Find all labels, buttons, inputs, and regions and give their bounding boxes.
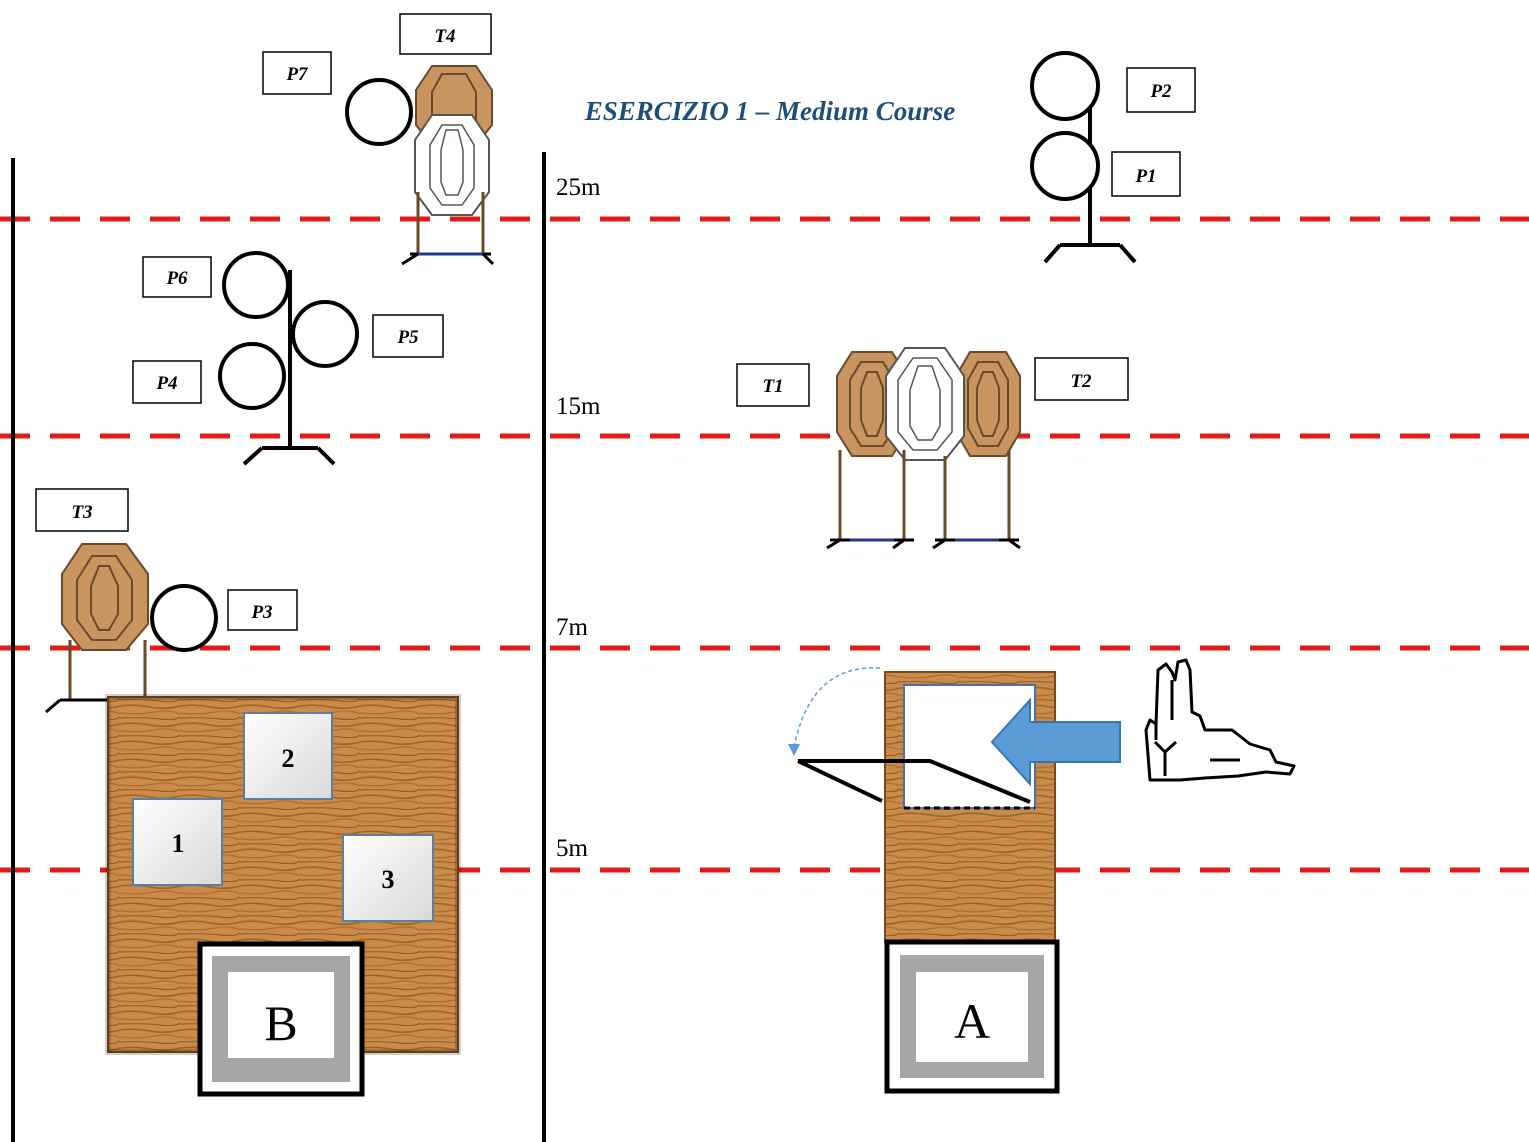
target-t1-t2-group: T1 T2 <box>736 347 1129 550</box>
steel-plate-p6 <box>222 251 290 319</box>
plate-label-p6: P6 <box>165 268 188 289</box>
swing-arrow-icon <box>793 667 881 749</box>
target-label-t3: T3 <box>71 502 92 523</box>
no-shoot-target-center <box>885 347 965 461</box>
distance-label-7m: 7m <box>556 614 589 641</box>
plate-rack-p4-p5-p6: P6 P5 P4 <box>132 251 444 466</box>
table-position-3: 3 <box>342 834 434 922</box>
plate-rack-p1-p2: P2 P1 <box>1030 51 1196 264</box>
target-t4-group: T4 <box>399 13 495 266</box>
target-t3-group: T3 P3 <box>35 488 298 714</box>
steel-plate-p7-group: P7 <box>262 51 413 146</box>
station-label-b: B <box>264 995 297 1051</box>
station-label-a: A <box>954 993 990 1049</box>
steel-target-t4-white <box>414 114 490 216</box>
station-b: B <box>197 941 365 1097</box>
svg-text:1: 1 <box>172 829 185 858</box>
plate-label-p7: P7 <box>285 64 309 85</box>
plate-label-p1: P1 <box>1134 166 1156 187</box>
stop-hand-icon <box>1144 658 1296 782</box>
steel-plate-p1 <box>1030 131 1100 201</box>
course-title: ESERCIZIO 1 – Medium Course <box>584 96 956 126</box>
distance-label-15m: 15m <box>556 393 601 420</box>
table-position-1: 1 <box>132 798 223 886</box>
svg-text:3: 3 <box>382 865 395 894</box>
swing-door <box>797 759 1031 804</box>
steel-target-t3 <box>61 543 149 651</box>
steel-plate-p3 <box>150 584 218 652</box>
target-label-t2: T2 <box>1070 371 1092 392</box>
steel-plate-p4 <box>218 342 286 410</box>
steel-target-t2 <box>955 351 1021 457</box>
steel-plate-p2 <box>1030 51 1100 121</box>
plate-label-p3: P3 <box>250 602 272 623</box>
table-position-2: 2 <box>243 712 333 800</box>
target-label-t4: T4 <box>434 26 455 47</box>
steel-plate-p5 <box>291 300 359 368</box>
station-a: A <box>884 939 1060 1094</box>
distance-label-25m: 25m <box>556 174 601 201</box>
plate-label-p2: P2 <box>1149 81 1172 102</box>
plate-label-p4: P4 <box>155 373 177 394</box>
direction-arrow-icon <box>990 697 1121 787</box>
target-label-t1: T1 <box>762 376 783 397</box>
steel-plate-p7 <box>345 78 413 146</box>
svg-text:2: 2 <box>282 744 295 773</box>
plate-label-p5: P5 <box>396 327 419 348</box>
distance-label-5m: 5m <box>556 835 589 862</box>
table-a <box>788 667 1121 943</box>
